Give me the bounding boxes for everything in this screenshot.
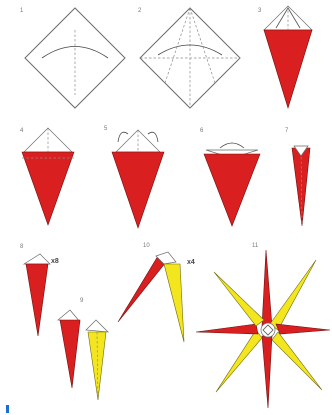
- yellow-arm: [164, 264, 184, 342]
- multiplier-x8: x8: [51, 258, 59, 265]
- red-kite: [22, 152, 74, 225]
- step-3: 3: [258, 6, 312, 108]
- star-arm-right: [276, 324, 330, 334]
- step-8: 8 x8: [20, 244, 59, 336]
- red-narrow-point: [292, 148, 310, 226]
- fold-arrow: [118, 132, 128, 142]
- step-7: 7: [285, 128, 310, 226]
- star-arm-up: [262, 250, 272, 326]
- star-arm-up-left: [214, 272, 264, 326]
- step-3-number: 3: [258, 8, 262, 14]
- step-6-number: 6: [200, 128, 204, 134]
- blue-corner-mark: [6, 405, 9, 413]
- step-10-number: 10: [143, 243, 150, 249]
- folded-tip: [86, 320, 108, 332]
- folded-tip: [24, 254, 50, 264]
- red-point: [26, 264, 48, 336]
- star-arm-down: [262, 336, 272, 408]
- step-5-number: 5: [104, 126, 108, 132]
- red-arm: [118, 256, 166, 322]
- step-11: 11: [196, 243, 330, 408]
- fold-arrow: [148, 132, 158, 142]
- step-4: 4: [20, 128, 74, 225]
- red-kite: [204, 154, 260, 226]
- step-7-number: 7: [285, 128, 289, 134]
- red-kite: [112, 152, 164, 228]
- star-arm-down-right: [272, 332, 322, 390]
- star-arm-up-right: [270, 260, 316, 330]
- step-10: 10 x4: [118, 243, 195, 342]
- step-4-number: 4: [20, 128, 24, 134]
- red-point: [60, 320, 80, 388]
- star-arm-down-left: [216, 330, 262, 392]
- step-2: 2: [138, 8, 240, 108]
- red-kite: [264, 30, 312, 108]
- step-11-number: 11: [252, 243, 259, 249]
- step-5: 5: [104, 126, 164, 228]
- step-1-number: 1: [20, 8, 24, 14]
- star-arm-left: [196, 324, 258, 334]
- finished-star: [196, 250, 330, 408]
- step-6: 6: [200, 128, 260, 226]
- fold-arrow: [220, 143, 244, 148]
- step-9-number: 9: [80, 298, 84, 304]
- multiplier-x4: x4: [187, 259, 195, 266]
- step-2-number: 2: [138, 8, 142, 14]
- step-8-number: 8: [20, 244, 24, 250]
- step-9: 9: [58, 298, 108, 400]
- step-1: 1: [20, 8, 125, 108]
